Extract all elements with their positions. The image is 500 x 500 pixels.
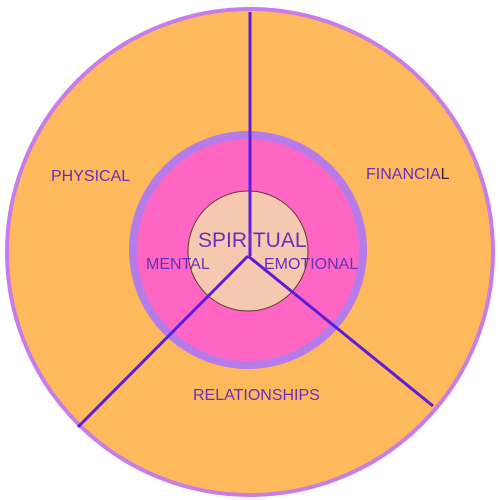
label-mental: MENTAL [146, 256, 210, 273]
label-physical: PHYSICAL [51, 168, 130, 185]
divider-bottom-left [76, 254, 250, 429]
label-financial-tail: L [441, 166, 450, 183]
label-emotional: EMOTIONAL [264, 256, 358, 273]
divider-bottom-right [247, 254, 434, 408]
label-financial-main: FINANCIA [366, 166, 441, 183]
label-financial: FINANCIAL [366, 166, 450, 183]
label-spiritual: SPIRITUAL [198, 229, 307, 252]
label-relationships: RELATIONSHIPS [193, 387, 320, 404]
